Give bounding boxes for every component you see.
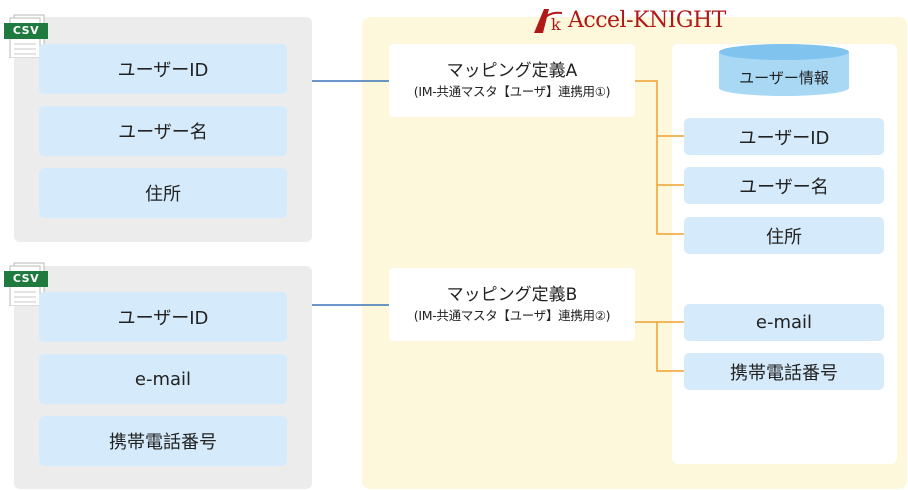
- source-field-user-name: ユーザー名: [39, 106, 287, 156]
- database-label: ユーザー情報: [739, 68, 829, 87]
- target-field-mobile: 携帯電話番号: [684, 353, 884, 390]
- csv-file-label: CSV: [4, 271, 48, 287]
- logo-text: Accel-KNIGHT: [568, 7, 726, 33]
- source-field-user-id: ユーザーID: [39, 44, 287, 94]
- mapping-title: マッピング定義B: [446, 285, 578, 305]
- target-column: [672, 44, 897, 464]
- target-field-user-name: ユーザー名: [684, 167, 884, 204]
- connector-mapping-a-to-target: [635, 80, 684, 235]
- source-field-user-id: ユーザーID: [39, 292, 287, 342]
- csv-file-icon: CSV: [4, 262, 48, 307]
- target-field-address: 住所: [684, 217, 884, 254]
- csv-file-label: CSV: [4, 23, 48, 39]
- mapping-title: マッピング定義A: [446, 61, 578, 81]
- source-field-email: e-mail: [39, 354, 287, 404]
- database-icon: [719, 44, 849, 96]
- source-field-address: 住所: [39, 168, 287, 218]
- mapping-definition-a: マッピング定義A (IM-共通マスタ【ユーザ】連携用①): [389, 44, 635, 117]
- logo-mark-letter: k: [551, 15, 561, 34]
- mapping-definition-b: マッピング定義B (IM-共通マスタ【ユーザ】連携用②): [389, 268, 635, 341]
- logo-mark-icon: k: [534, 9, 563, 34]
- accel-knight-logo: k Accel-KNIGHT: [530, 3, 726, 37]
- mapping-subtitle: (IM-共通マスタ【ユーザ】連携用②): [413, 308, 611, 323]
- csv-file-icon: CSV: [4, 14, 48, 59]
- target-field-user-id: ユーザーID: [684, 118, 884, 155]
- mapping-subtitle: (IM-共通マスタ【ユーザ】連携用①): [413, 84, 611, 99]
- connector-mapping-b-to-target: [635, 321, 684, 372]
- source-field-mobile: 携帯電話番号: [39, 416, 287, 466]
- target-field-email: e-mail: [684, 304, 884, 341]
